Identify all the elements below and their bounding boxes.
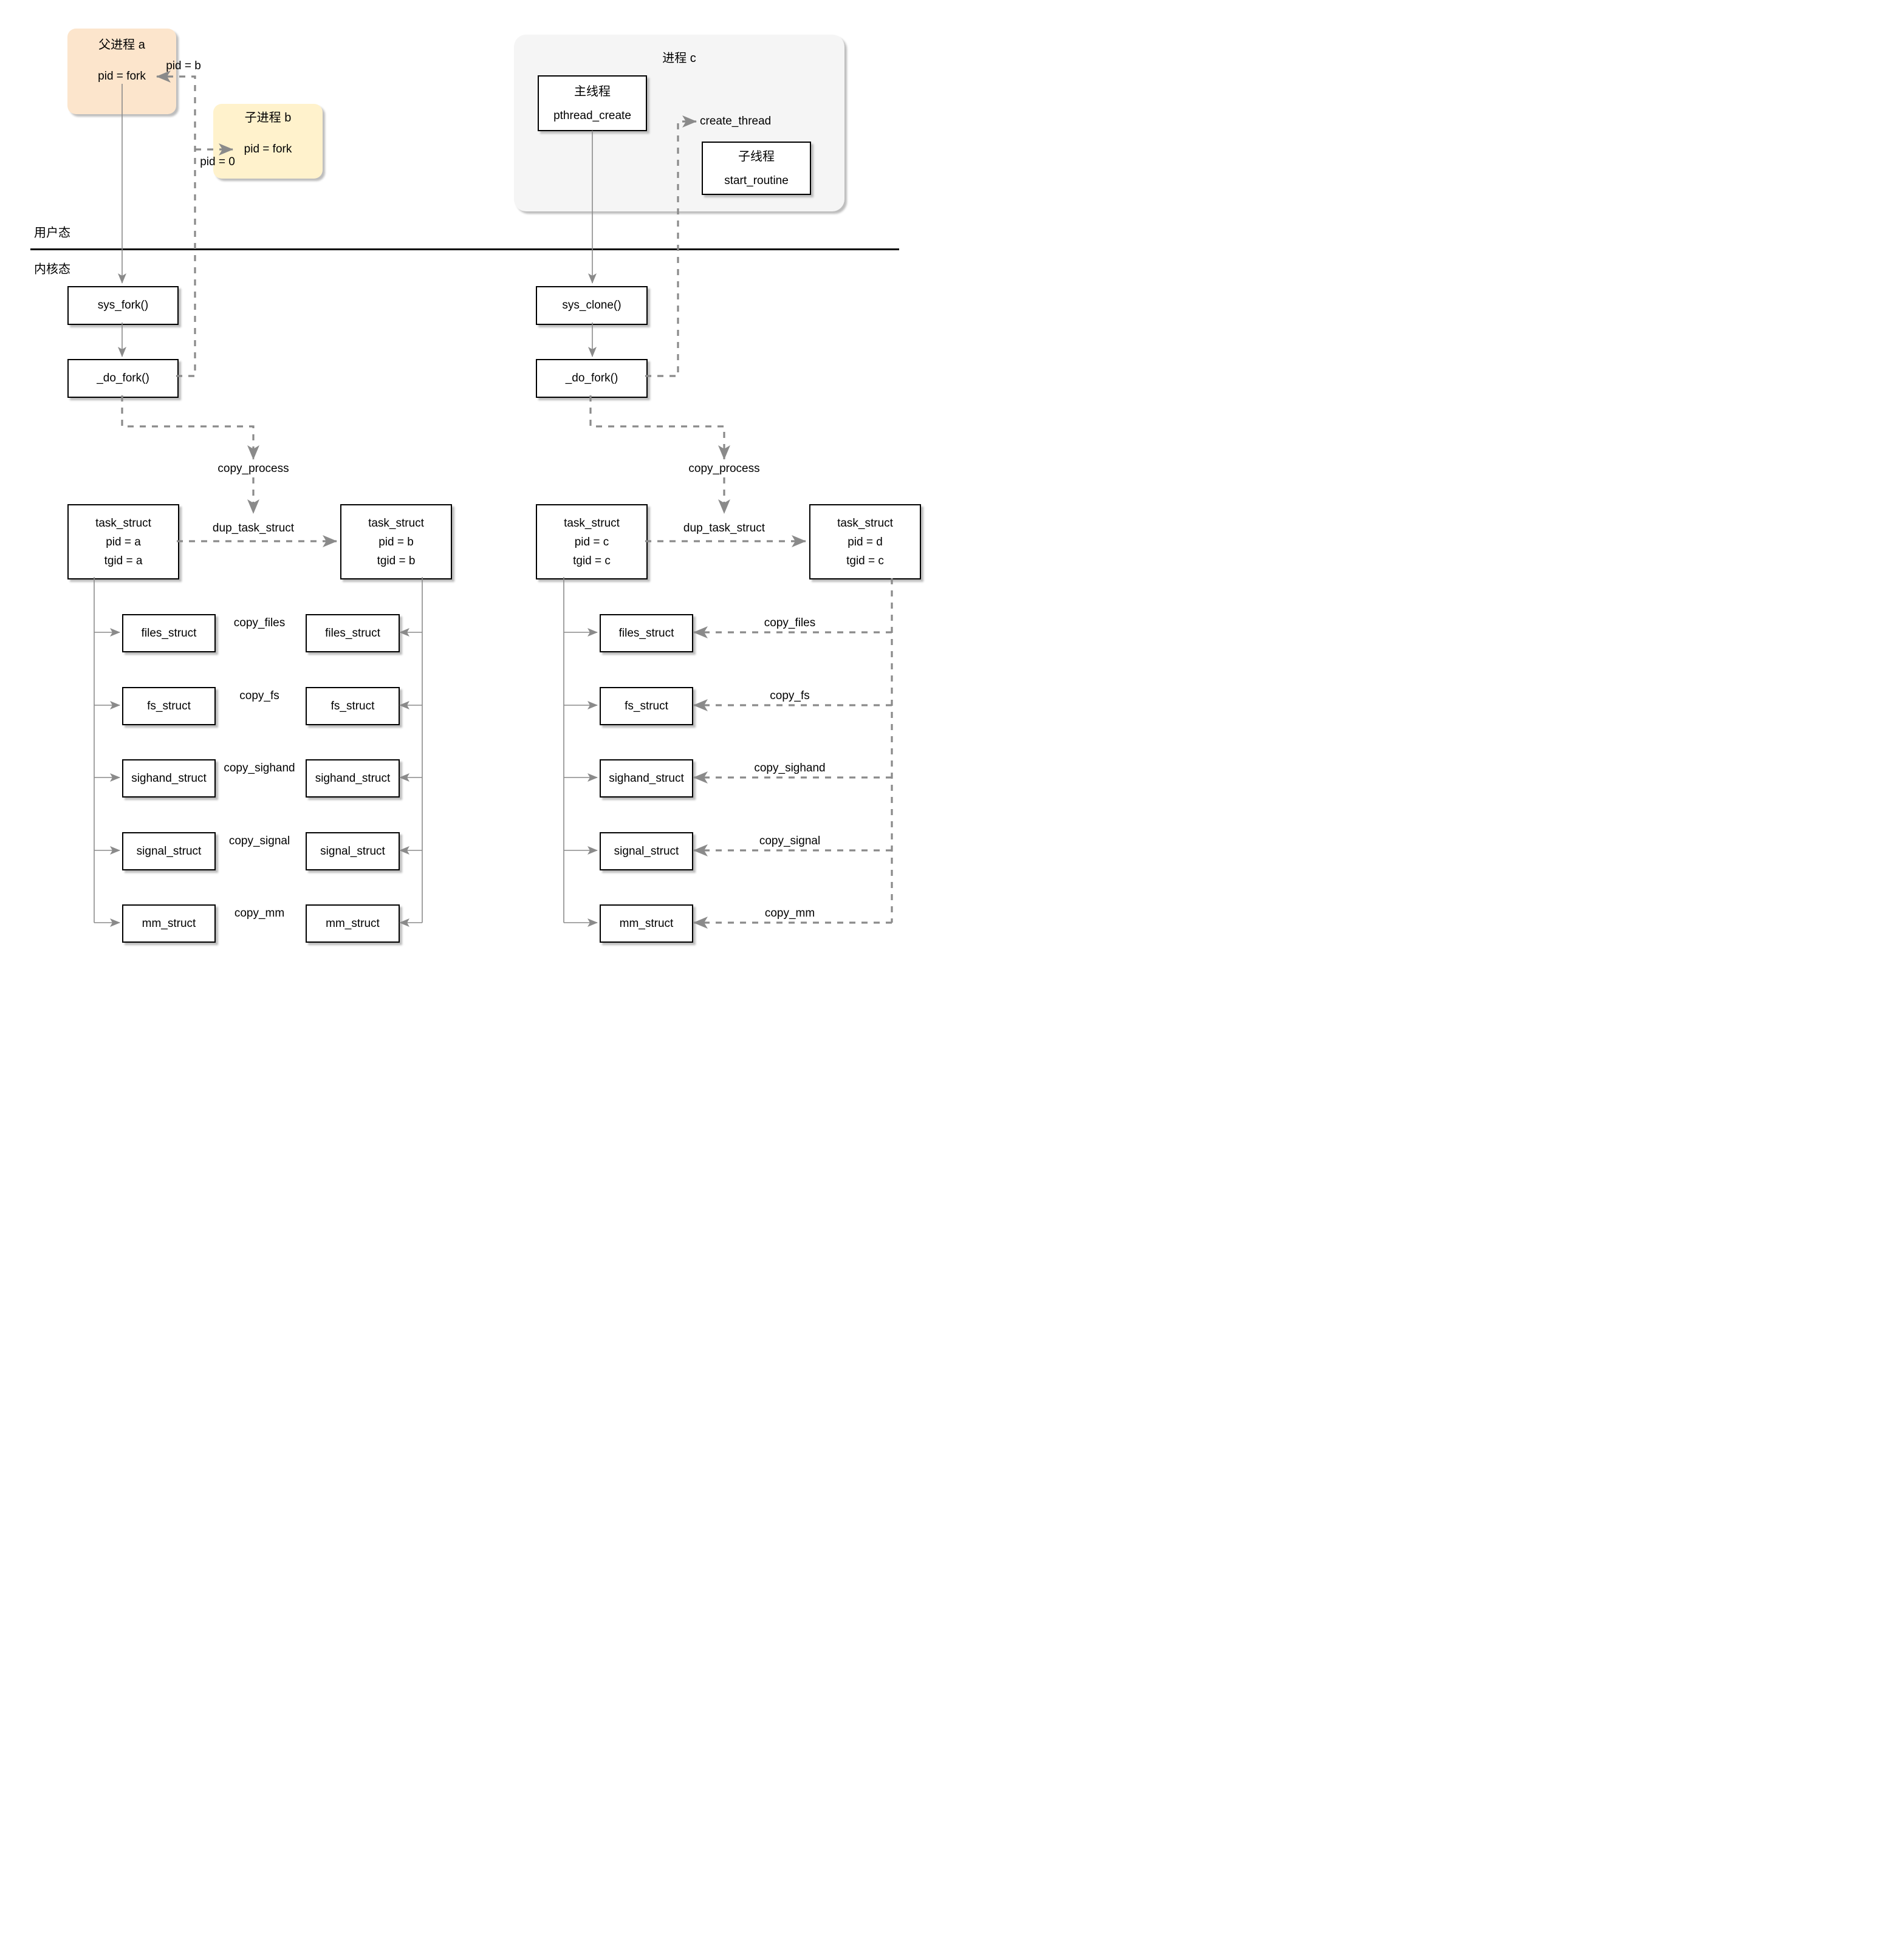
copy-label: copy_signal bbox=[228, 835, 290, 847]
copy-label: copy_fs bbox=[239, 689, 279, 702]
main-thread-title: 主线程 bbox=[574, 85, 611, 98]
process-c-title: 进程 c bbox=[662, 52, 696, 65]
struct-box: mm_struct bbox=[122, 904, 216, 943]
task-struct-b-box: task_struct pid = b tgid = b bbox=[340, 504, 452, 579]
do-fork-right-label: _do_fork() bbox=[565, 372, 618, 384]
do-fork-right-box: _do_fork() bbox=[536, 359, 648, 398]
sub-thread-box: 子线程 start_routine bbox=[702, 142, 811, 195]
copy-label: copy_sighand bbox=[224, 762, 295, 774]
struct-box: sighand_struct bbox=[600, 759, 693, 798]
task-struct-title: task_struct bbox=[368, 516, 424, 530]
struct-box: signal_struct bbox=[306, 832, 400, 870]
create-thread-label: create_thread bbox=[700, 115, 772, 128]
struct-name: signal_struct bbox=[136, 844, 202, 858]
struct-name: files_struct bbox=[325, 626, 380, 640]
sys-fork-label: sys_fork() bbox=[97, 299, 149, 312]
struct-box: fs_struct bbox=[122, 687, 216, 725]
struct-box: sighand_struct bbox=[306, 759, 400, 798]
sub-thread-value: start_routine bbox=[724, 174, 789, 187]
struct-name: signal_struct bbox=[320, 844, 385, 858]
struct-name: fs_struct bbox=[625, 699, 668, 712]
struct-name: fs_struct bbox=[147, 699, 191, 712]
task-struct-title: task_struct bbox=[837, 516, 893, 530]
struct-box: fs_struct bbox=[600, 687, 693, 725]
task-struct-title: task_struct bbox=[95, 516, 151, 530]
task-struct-title: task_struct bbox=[564, 516, 620, 530]
task-struct-pid: pid = d bbox=[848, 535, 883, 548]
sub-thread-title: 子线程 bbox=[738, 150, 775, 163]
task-struct-a-box: task_struct pid = a tgid = a bbox=[67, 504, 179, 579]
pid-b-label: pid = b bbox=[166, 60, 201, 72]
copy-label: copy_files bbox=[233, 617, 286, 629]
struct-box: mm_struct bbox=[600, 904, 693, 943]
sys-clone-label: sys_clone() bbox=[562, 299, 622, 312]
copy-label: copy_fs bbox=[770, 689, 810, 702]
struct-name: sighand_struct bbox=[131, 771, 207, 785]
task-struct-pid: pid = c bbox=[574, 535, 609, 548]
struct-name: files_struct bbox=[141, 626, 197, 640]
task-struct-c-box: task_struct pid = c tgid = c bbox=[536, 504, 648, 579]
struct-name: mm_struct bbox=[326, 917, 380, 930]
struct-name: files_struct bbox=[618, 626, 674, 640]
user-mode-label: 用户态 bbox=[34, 226, 70, 240]
struct-box: files_struct bbox=[122, 614, 216, 652]
dofork-copyprocess-right-line bbox=[589, 395, 730, 460]
struct-name: mm_struct bbox=[142, 917, 196, 930]
struct-name: sighand_struct bbox=[315, 771, 391, 785]
child-process-box: 子进程 b pid = fork bbox=[213, 104, 323, 179]
fork-return-parent-line bbox=[156, 70, 196, 377]
dup-task-struct-right-label: dup_task_struct bbox=[683, 522, 765, 535]
struct-box: signal_struct bbox=[600, 832, 693, 870]
struct-name: mm_struct bbox=[619, 917, 674, 930]
sys-clone-box: sys_clone() bbox=[536, 286, 648, 325]
copy-process-left-label: copy_process bbox=[217, 462, 289, 475]
struct-box: fs_struct bbox=[306, 687, 400, 725]
parent-process-value: pid = fork bbox=[98, 70, 146, 83]
task-struct-d-box: task_struct pid = d tgid = c bbox=[809, 504, 921, 579]
struct-box: signal_struct bbox=[122, 832, 216, 870]
task-struct-tgid: tgid = a bbox=[104, 554, 143, 567]
child-process-title: 子进程 b bbox=[244, 111, 292, 125]
child-process-value: pid = fork bbox=[244, 143, 292, 155]
copy-label: copy_signal bbox=[759, 835, 821, 847]
task-struct-pid: pid = b bbox=[378, 535, 414, 548]
task-struct-pid: pid = a bbox=[106, 535, 141, 548]
mode-divider-line bbox=[30, 248, 899, 250]
kernel-mode-label: 内核态 bbox=[34, 262, 70, 276]
task-struct-tgid: tgid = b bbox=[377, 554, 416, 567]
struct-name: fs_struct bbox=[330, 699, 375, 712]
diagram-canvas: 父进程 a pid = fork 子进程 b pid = fork 进程 c 主… bbox=[0, 0, 952, 976]
struct-name: signal_struct bbox=[614, 844, 679, 858]
task-struct-tgid: tgid = c bbox=[846, 554, 884, 567]
copy-label: copy_files bbox=[764, 617, 816, 629]
main-thread-value: pthread_create bbox=[553, 109, 631, 122]
sys-fork-box: sys_fork() bbox=[67, 286, 179, 325]
copy-process-right-label: copy_process bbox=[688, 462, 760, 475]
copy-label: copy_sighand bbox=[754, 762, 826, 774]
copy-label: copy_mm bbox=[764, 907, 815, 920]
struct-box: files_struct bbox=[600, 614, 693, 652]
do-fork-left-label: _do_fork() bbox=[97, 372, 149, 384]
copy-label: copy_mm bbox=[234, 907, 285, 920]
task-struct-tgid: tgid = c bbox=[573, 554, 611, 567]
struct-box: mm_struct bbox=[306, 904, 400, 943]
pid-0-label: pid = 0 bbox=[200, 155, 235, 168]
struct-name: sighand_struct bbox=[609, 771, 684, 785]
parent-process-box: 父进程 a pid = fork bbox=[67, 29, 176, 114]
struct-box: sighand_struct bbox=[122, 759, 216, 798]
parent-process-title: 父进程 a bbox=[98, 38, 145, 52]
dofork-copyprocess-left-line bbox=[121, 395, 259, 460]
struct-box: files_struct bbox=[306, 614, 400, 652]
main-thread-box: 主线程 pthread_create bbox=[538, 75, 647, 131]
do-fork-left-box: _do_fork() bbox=[67, 359, 179, 398]
dup-task-struct-left-label: dup_task_struct bbox=[212, 522, 295, 535]
